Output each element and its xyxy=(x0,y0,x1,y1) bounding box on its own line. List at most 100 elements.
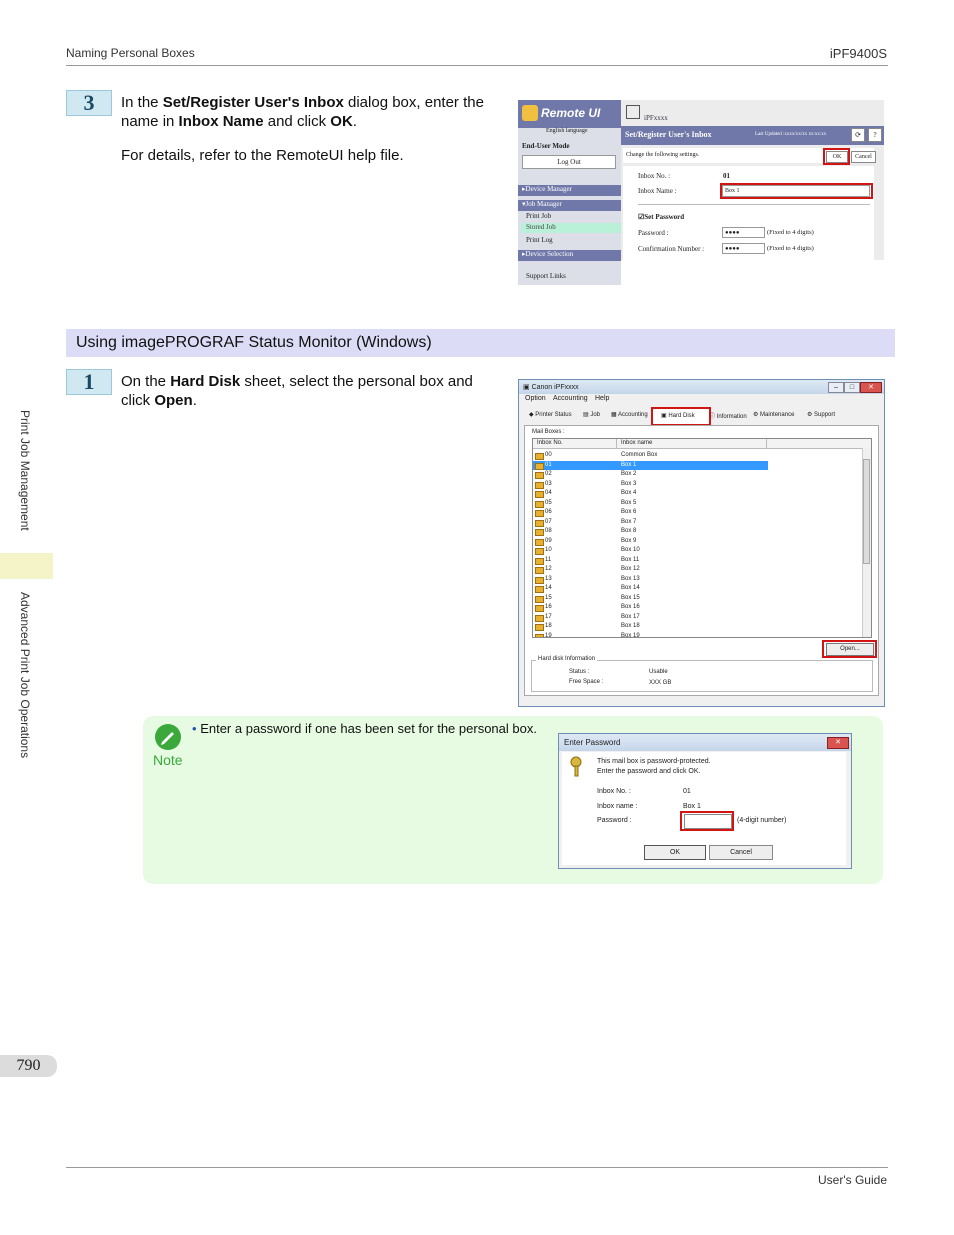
remoteui-cancel-button[interactable]: Cancel xyxy=(851,151,876,163)
pwdialog-password-hint: (4-digit number) xyxy=(737,817,787,824)
tab-information[interactable]: ⓘ Information xyxy=(709,414,747,420)
confirmation-label: Confirmation Number : xyxy=(638,245,705,253)
inbox-name-cell: Box 15 xyxy=(621,594,640,601)
tab-maintenance[interactable]: ⚙ Maintenance xyxy=(753,412,795,418)
pwdialog-cancel-button[interactable]: Cancel xyxy=(709,845,773,860)
tab-printer-status[interactable]: ◆ Printer Status xyxy=(529,412,572,418)
password-input[interactable]: ●●●● xyxy=(722,227,765,238)
mailbox-icon xyxy=(535,576,544,584)
nav-label: Device Selection xyxy=(525,250,574,258)
remoteui-instruction: Change the following settings. xyxy=(626,152,700,158)
close-icon[interactable]: ✕ xyxy=(860,382,882,393)
inbox-no-cell: 00 xyxy=(545,452,552,458)
remoteui-nav-print-job[interactable]: Print Job xyxy=(526,212,552,220)
remoteui-nav-device-selection[interactable]: ▸Device Selection xyxy=(518,250,621,261)
inbox-name-cell: Box 14 xyxy=(621,585,640,591)
note-bullet: • Enter a password if one has been set f… xyxy=(192,721,537,736)
tab-support[interactable]: ⚙ Support xyxy=(807,412,836,418)
inbox-name-cell: Box 4 xyxy=(621,490,637,496)
list-header xyxy=(533,439,871,449)
remoteui-nav-support-links[interactable]: Support Links xyxy=(526,272,566,280)
step1-text: On the Hard Disk sheet, select the perso… xyxy=(121,372,511,410)
scrollbar-thumb[interactable] xyxy=(863,459,870,564)
tab-label: Printer Status xyxy=(535,412,572,418)
minimize-icon[interactable]: – xyxy=(828,382,844,393)
pwdialog-ok-button[interactable]: OK xyxy=(644,845,706,860)
mailbox-icon xyxy=(535,538,544,546)
open-button[interactable]: Open... xyxy=(826,643,874,656)
monitor-menu-help[interactable]: Help xyxy=(595,395,610,402)
inbox-no-label: Inbox No. : xyxy=(638,172,671,180)
pwdialog-inbox-no-value: 01 xyxy=(683,788,691,795)
remoteui-nav-job-manager[interactable]: ▾Job Manager xyxy=(518,200,621,211)
pwdialog-close-icon[interactable]: ✕ xyxy=(827,737,849,749)
mailbox-icon xyxy=(535,595,544,603)
inbox-name-cell: Box 9 xyxy=(621,537,637,544)
column-inbox-name[interactable]: Inbox name xyxy=(621,440,653,446)
side-tab-advanced-print-job-operations[interactable]: Advanced Print Job Operations xyxy=(18,592,32,759)
tab-job[interactable]: ▤ Job xyxy=(583,412,601,418)
footer-rule xyxy=(66,1167,888,1168)
remoteui-language-link[interactable]: English language xyxy=(546,128,588,134)
remoteui-nav-stored-job[interactable]: Stored Job xyxy=(521,223,621,233)
remoteui-logout-button[interactable]: Log Out xyxy=(522,155,616,169)
nav-label: Device Manager xyxy=(525,185,572,193)
inbox-no-value: 01 xyxy=(723,172,730,180)
refresh-icon[interactable]: ⟳ xyxy=(851,128,865,142)
remoteui-dialog-title: Set/Register User's Inbox xyxy=(625,130,712,139)
maximize-icon[interactable]: □ xyxy=(844,382,860,393)
step3-text-part: . xyxy=(352,113,357,130)
inbox-no-cell: 01 xyxy=(545,461,552,468)
mailbox-icon xyxy=(535,557,544,565)
side-tab-print-job-management[interactable]: Print Job Management xyxy=(18,410,32,531)
remoteui-ok-button[interactable]: OK xyxy=(826,151,848,163)
step1-text-part: sheet, select the personal box and xyxy=(240,373,473,390)
remoteui-last-updated: Last Updated :xxxx/xx/xx xx:xx:xx xyxy=(755,132,827,137)
remoteui-nav-print-log[interactable]: Print Log xyxy=(526,236,553,244)
pwdialog-password-input[interactable] xyxy=(684,814,732,829)
password-label: Password : xyxy=(638,229,669,237)
help-icon[interactable]: ? xyxy=(868,128,882,142)
inbox-name-input[interactable]: Box 1 xyxy=(722,185,870,197)
remoteui-nav-device-manager[interactable]: ▸Device Manager xyxy=(518,185,621,196)
remoteui-dialog-titlebar xyxy=(621,126,884,145)
free-space-label: Free Space : xyxy=(569,679,604,685)
tab-accounting[interactable]: ▦ Accounting xyxy=(611,412,648,418)
table-row[interactable]: 14 Box 14 xyxy=(533,584,768,593)
step3-text: In the Set/Register User's Inbox dialog … xyxy=(121,93,511,131)
tab-label: Accounting xyxy=(618,412,648,418)
inbox-no-cell: 10 xyxy=(545,547,552,553)
column-inbox-no[interactable]: Inbox No. xyxy=(537,440,563,446)
set-password-checkbox[interactable]: ☑Set Password xyxy=(638,213,685,221)
mailbox-icon xyxy=(535,500,544,508)
inbox-name-label: Inbox Name : xyxy=(638,187,677,195)
pwdialog-message-2: Enter the password and click OK. xyxy=(597,768,701,775)
monitor-menu-accounting[interactable]: Accounting xyxy=(553,395,588,402)
inbox-no-cell: 14 xyxy=(545,585,552,591)
monitor-menu-option[interactable]: Option xyxy=(525,395,546,402)
confirmation-input[interactable]: ●●●● xyxy=(722,243,765,254)
step-number-1: 1 xyxy=(66,369,112,395)
pwdialog-password-label: Password : xyxy=(597,817,632,824)
highlight-ok xyxy=(823,148,850,165)
